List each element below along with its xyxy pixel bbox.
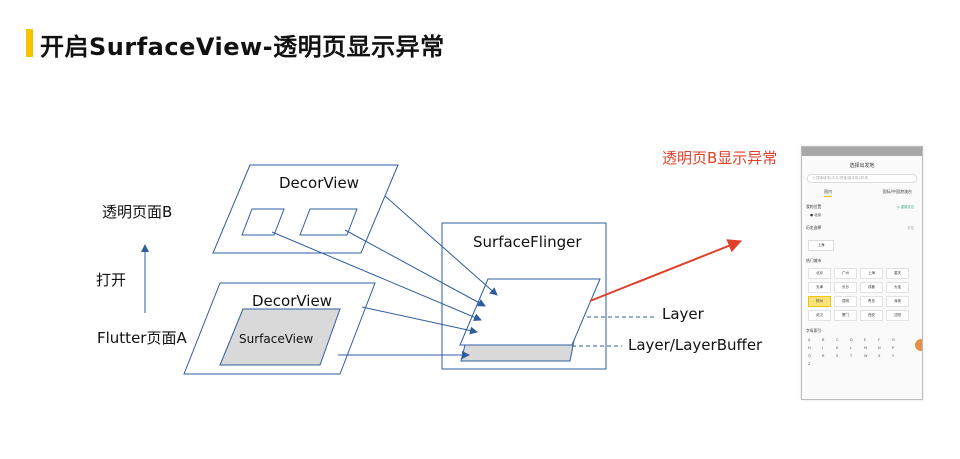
phone-screenshot: 选择出发地 ◎ 搜索城市(中文/拼音/首字母)/机场 国内 国际/中国港澳台 我… [801, 146, 923, 400]
phone-letter-index[interactable]: Y [892, 354, 895, 358]
phone-relocate-link[interactable]: ◎ 重新定位 [896, 205, 914, 209]
phone-letter-index[interactable]: N [878, 346, 881, 350]
decor-view-bottom-label: DecorView [252, 292, 332, 310]
surface-view-label: SurfaceView [239, 332, 313, 346]
phone-hot-city[interactable]: 昆明 [834, 296, 857, 307]
phone-letter-index[interactable]: R [822, 354, 825, 358]
phone-letter-index[interactable]: G [892, 338, 895, 342]
phone-letter-index[interactable]: H [808, 346, 811, 350]
phone-letter-index[interactable]: Z [808, 362, 811, 366]
phone-letter-index[interactable]: P [892, 346, 895, 350]
decor-view-top-label: DecorView [279, 174, 359, 192]
arrow-decor-bottom-to-layer [361, 306, 478, 335]
page-b-label: 透明页面B [102, 203, 172, 221]
surface-view-box [219, 308, 341, 366]
layer-label: Layer [662, 305, 705, 323]
phone-tab-domestic[interactable]: 国内 [824, 189, 832, 197]
phone-search-input[interactable]: ◎ 搜索城市(中文/拼音/首字母)/机场 [807, 174, 917, 183]
phone-letter-index[interactable]: F [878, 338, 881, 342]
phone-letter-index[interactable]: A [808, 338, 811, 342]
phone-hot-city[interactable]: 杭州 [808, 296, 831, 307]
layer-buffer-label: Layer/LayerBuffer [628, 336, 763, 354]
arrow-child-right-to-layer [344, 229, 486, 307]
phone-letter-index[interactable]: S [836, 354, 839, 358]
phone-history-city[interactable]: 上海 [808, 240, 834, 251]
phone-hot-city[interactable]: 深圳 [886, 296, 909, 307]
phone-letter-index[interactable]: J [822, 346, 824, 350]
phone-tabs: 国内 国际/中国港澳台 [824, 189, 912, 197]
decor-view-top-window [212, 164, 399, 254]
phone-history-section: 历史选择 清空 [806, 225, 922, 231]
decor-view-bottom-window [183, 282, 376, 375]
phone-hot-city[interactable]: 西安 [860, 310, 883, 321]
anomaly-arrow [589, 239, 742, 302]
surface-flinger-box [441, 222, 607, 370]
phone-hot-city[interactable]: 大连 [886, 282, 909, 293]
phone-hot-city[interactable]: 天津 [808, 282, 831, 293]
phone-letter-index[interactable]: M [864, 346, 868, 350]
phone-hot-section: 热门城市 [806, 258, 822, 263]
phone-letter-index[interactable]: E [864, 338, 867, 342]
phone-letter-grid: A B C D E F G H J K L M N P Q R S T W X Y Z [808, 338, 922, 366]
layer-shape [459, 278, 601, 346]
phone-letter-index[interactable]: W [864, 354, 868, 358]
phone-tab-international[interactable]: 国际/中国港澳台 [882, 189, 912, 194]
phone-hot-city[interactable]: 重庆 [886, 268, 909, 279]
phone-hot-city[interactable]: 上海 [860, 268, 883, 279]
anomaly-label: 透明页B显示异常 [662, 149, 777, 167]
phone-letter-index[interactable]: L [850, 346, 852, 350]
phone-hot-city[interactable]: 武汉 [808, 310, 831, 321]
phone-history-section-label: 历史选择 [806, 225, 822, 230]
phone-status-bar [802, 147, 922, 156]
phone-clear-history[interactable]: 清空 [907, 226, 914, 230]
arrow-child-left-to-layer [271, 231, 482, 321]
phone-hot-city[interactable]: 青岛 [860, 296, 883, 307]
phone-letter-index[interactable]: C [836, 338, 839, 342]
surface-flinger-label: SurfaceFlinger [473, 233, 582, 251]
phone-letter-index[interactable]: Q [808, 354, 811, 358]
phone-screen-title: 选择出发地 [849, 163, 875, 169]
phone-floating-button[interactable] [915, 339, 922, 351]
phone-hot-city[interactable]: 厦门 [834, 310, 857, 321]
decor-view-top-child-right [299, 208, 358, 236]
open-label: 打开 [96, 271, 126, 289]
phone-hot-city[interactable]: 沈阳 [886, 310, 909, 321]
arrow-decor-to-layer-1 [384, 195, 498, 296]
decor-view-top-child-left [241, 208, 285, 236]
phone-hot-city[interactable]: 广州 [834, 268, 857, 279]
phone-hot-city[interactable]: 成都 [860, 282, 883, 293]
phone-current-city[interactable]: ● 北京 [810, 213, 822, 217]
phone-letter-index[interactable]: X [878, 354, 881, 358]
page-title: 开启SurfaceView-透明页显示异常 [40, 33, 445, 61]
phone-alpha-section: 字母索引 [806, 328, 822, 333]
title-accent-bar [26, 29, 33, 57]
phone-hot-city-grid: 北京广州上海重庆天津长沙成都大连杭州昆明青岛深圳武汉厦门西安沈阳 [808, 268, 922, 321]
phone-letter-index[interactable]: B [822, 338, 825, 342]
page-a-label: Flutter页面A [97, 329, 187, 347]
phone-current-section-label: 我的位置 [806, 204, 822, 209]
phone-letter-index[interactable]: T [850, 354, 853, 358]
phone-current-section: 我的位置 ◎ 重新定位 [806, 204, 922, 210]
phone-letter-index[interactable]: D [850, 338, 853, 342]
phone-letter-index[interactable]: K [836, 346, 839, 350]
phone-hot-city[interactable]: 北京 [808, 268, 831, 279]
phone-hot-city[interactable]: 长沙 [834, 282, 857, 293]
